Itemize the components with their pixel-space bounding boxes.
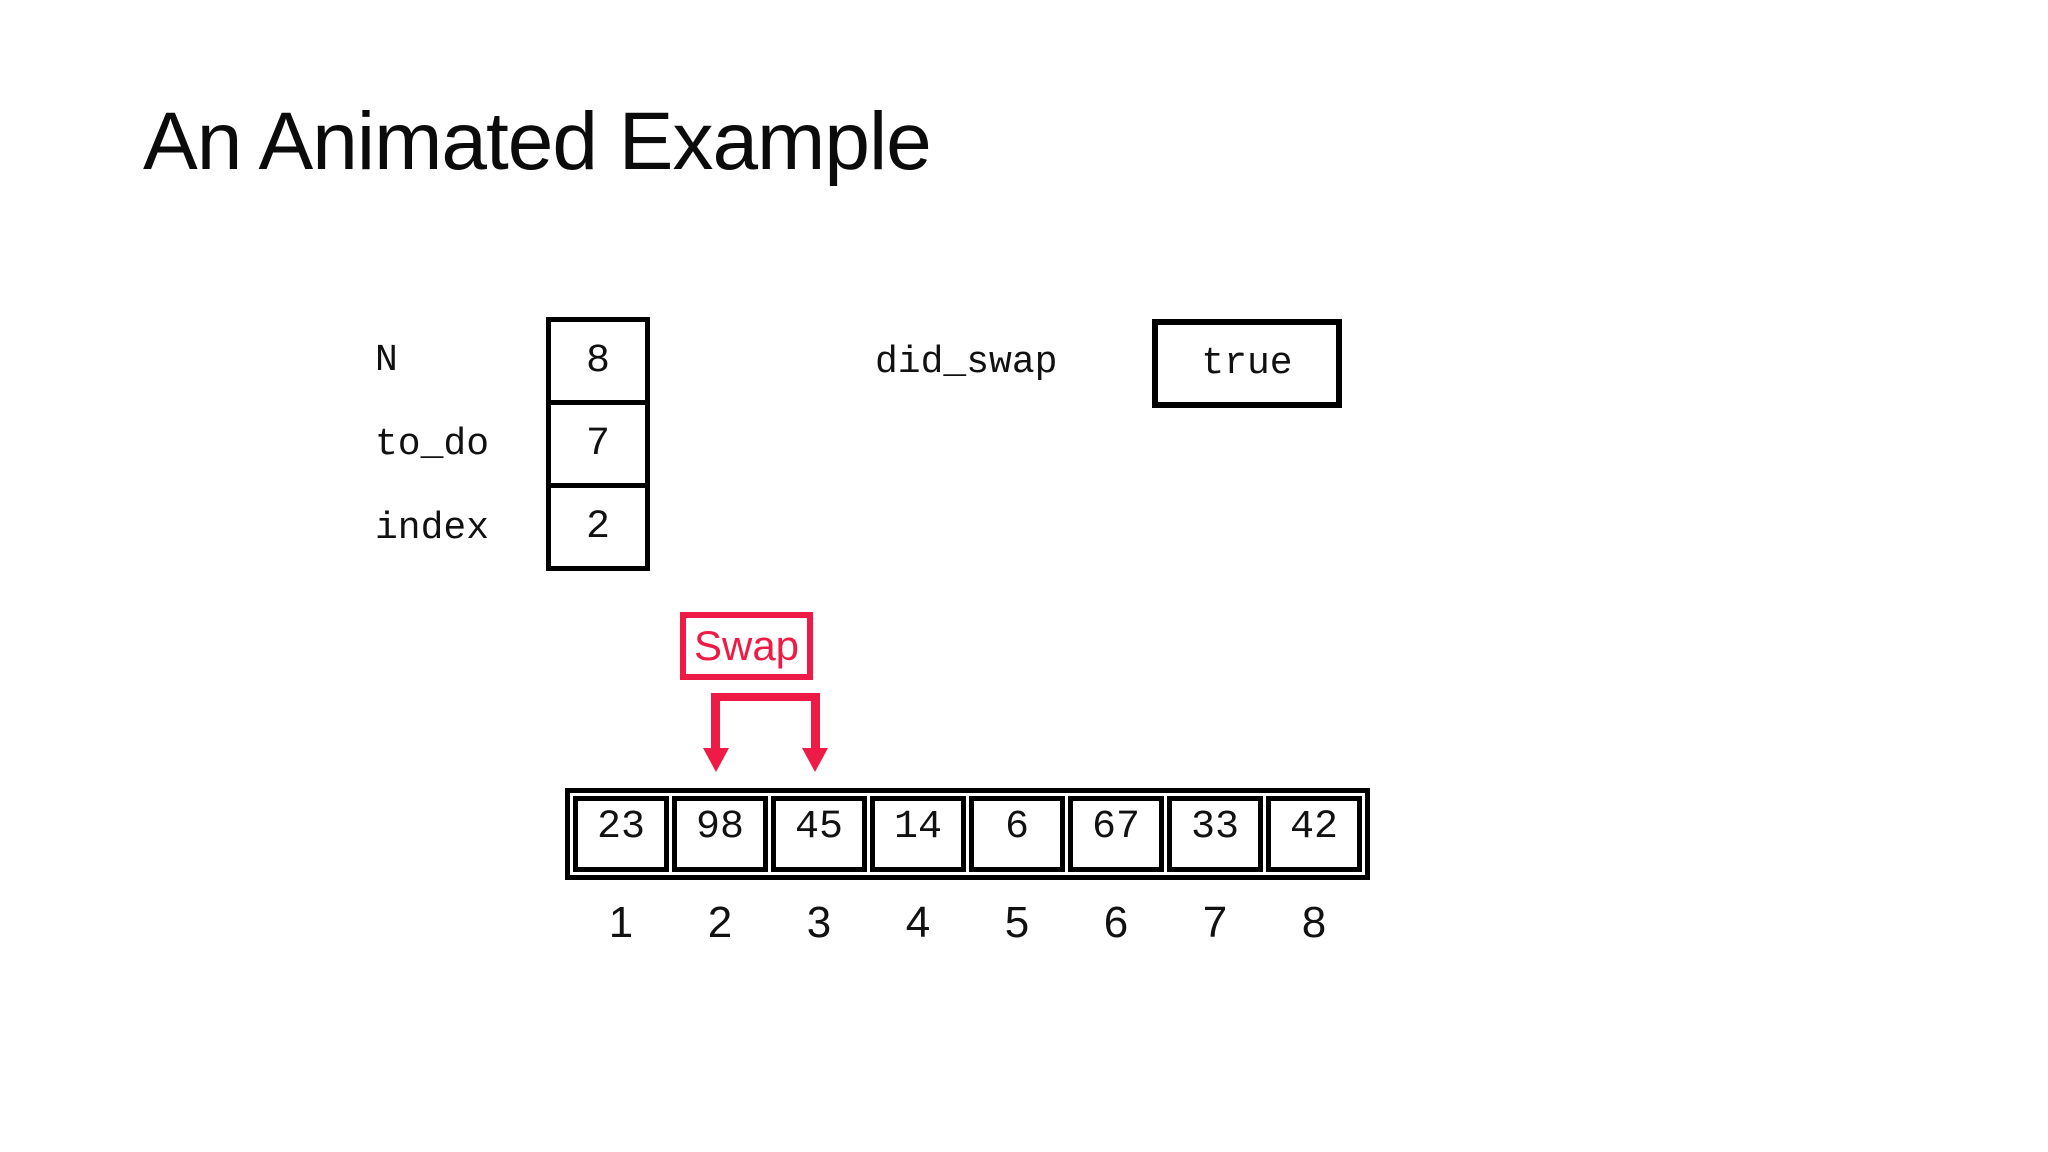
array-cell: 42 [1266, 796, 1362, 872]
array-index-label: 8 [1301, 898, 1327, 947]
array-cell: 45 [771, 796, 867, 872]
array-cell: 98 [672, 796, 768, 872]
array-index-label: 2 [707, 898, 733, 947]
variable-label-to-do: to_do [375, 423, 490, 466]
array-index-label: 3 [806, 898, 832, 947]
array-index-row: 1 2 3 4 5 6 7 8 [573, 900, 1362, 946]
array-index-label: 7 [1202, 898, 1228, 947]
variable-value-box-n: 8 [546, 317, 650, 405]
variable-label-index: index [375, 507, 490, 550]
swap-callout-box: Swap [680, 612, 813, 680]
array-row: 23 98 45 14 6 67 33 42 [565, 788, 1370, 880]
array-index-label: 5 [1004, 898, 1030, 947]
swap-bracket-right-stem [811, 693, 820, 748]
array-cell: 6 [969, 796, 1065, 872]
variable-value-box-index: 2 [546, 483, 650, 571]
swap-bracket-bar [711, 693, 820, 701]
down-arrow-icon-right [802, 748, 828, 772]
array-cell: 14 [870, 796, 966, 872]
array-cell: 33 [1167, 796, 1263, 872]
array-cell: 67 [1068, 796, 1164, 872]
variable-label-n: N [375, 339, 398, 382]
swap-bracket-left-stem [711, 693, 720, 748]
down-arrow-icon-left [703, 748, 729, 772]
variable-value-box-to-do: 7 [546, 400, 650, 488]
array-cell: 23 [573, 796, 669, 872]
array-index-label: 4 [905, 898, 931, 947]
did-swap-label: did_swap [875, 341, 1058, 384]
array-index-label: 6 [1103, 898, 1129, 947]
did-swap-value-box: true [1152, 319, 1342, 408]
array-index-label: 1 [608, 898, 634, 947]
slide-title: An Animated Example [143, 96, 932, 187]
